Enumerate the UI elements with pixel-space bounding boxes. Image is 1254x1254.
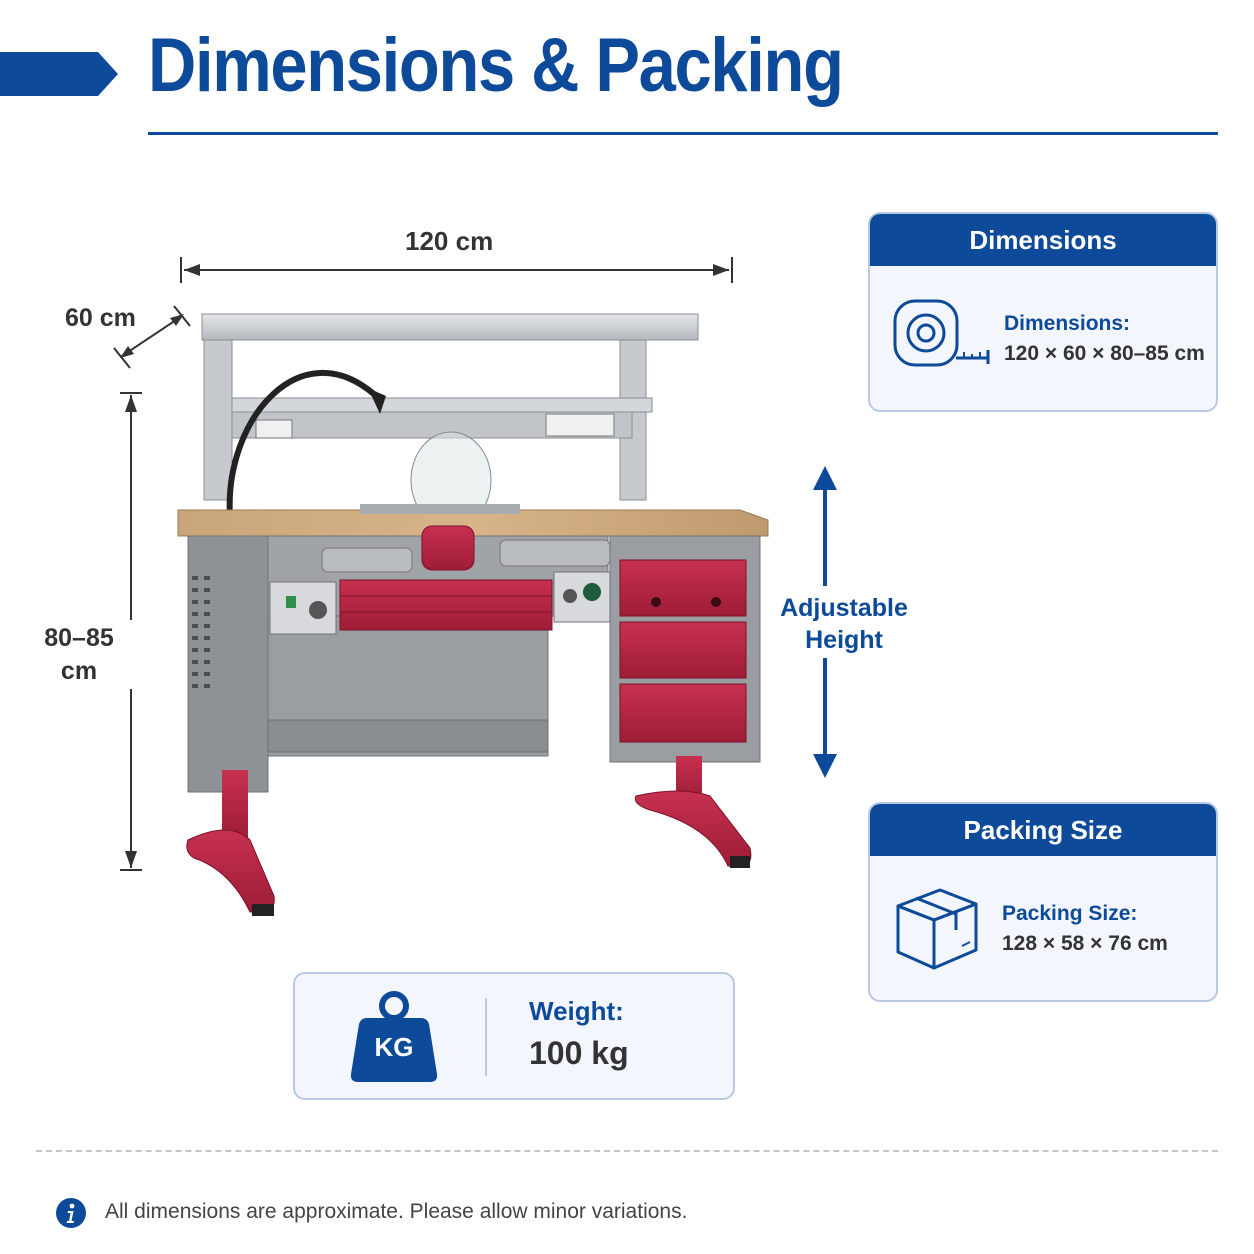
dimensions-value: 120 × 60 × 80–85 cm — [1004, 342, 1205, 365]
adjustable-label-line1: Adjustable — [780, 594, 908, 622]
weight-card: KG Weight: 100 kg — [293, 972, 735, 1100]
info-icon — [56, 1198, 86, 1228]
header-arrow-icon — [0, 52, 118, 96]
dimensions-label: Dimensions: — [1004, 312, 1131, 335]
dimensions-card-header: Dimensions — [870, 214, 1216, 266]
dimensions-card: Dimensions Dimensions: 120 × 60 × 80–85 … — [868, 212, 1218, 412]
width-label: 120 cm — [405, 226, 494, 256]
depth-arrow — [113, 305, 191, 369]
box-icon — [896, 888, 978, 970]
footer-note: All dimensions are approximate. Please a… — [105, 1200, 688, 1223]
packing-label: Packing Size: — [1002, 902, 1138, 925]
weight-value: 100 kg — [529, 1035, 629, 1071]
weight-label: Weight: — [529, 996, 624, 1026]
packing-value: 128 × 58 × 76 cm — [1002, 932, 1168, 955]
packing-card-header: Packing Size — [870, 804, 1216, 856]
depth-label: 60 cm — [65, 304, 136, 332]
title-divider — [148, 132, 1218, 135]
workbench-illustration — [177, 313, 769, 916]
weight-badge: KG — [374, 1032, 414, 1062]
footer-divider — [36, 1150, 1218, 1152]
height-label-line1: 80–85 — [44, 624, 114, 652]
width-arrow — [180, 257, 733, 283]
packing-card: Packing Size Packing Size: 128 × 58 × 76… — [868, 802, 1218, 1002]
page-title: Dimensions & Packing — [148, 23, 844, 108]
weight-icon — [350, 991, 438, 1082]
adjustable-label-line2: Height — [805, 626, 883, 654]
tape-measure-icon — [893, 299, 990, 367]
adjustable-height-arrow — [813, 466, 837, 778]
weight-divider — [485, 998, 487, 1076]
height-label-line2: cm — [60, 656, 98, 685]
